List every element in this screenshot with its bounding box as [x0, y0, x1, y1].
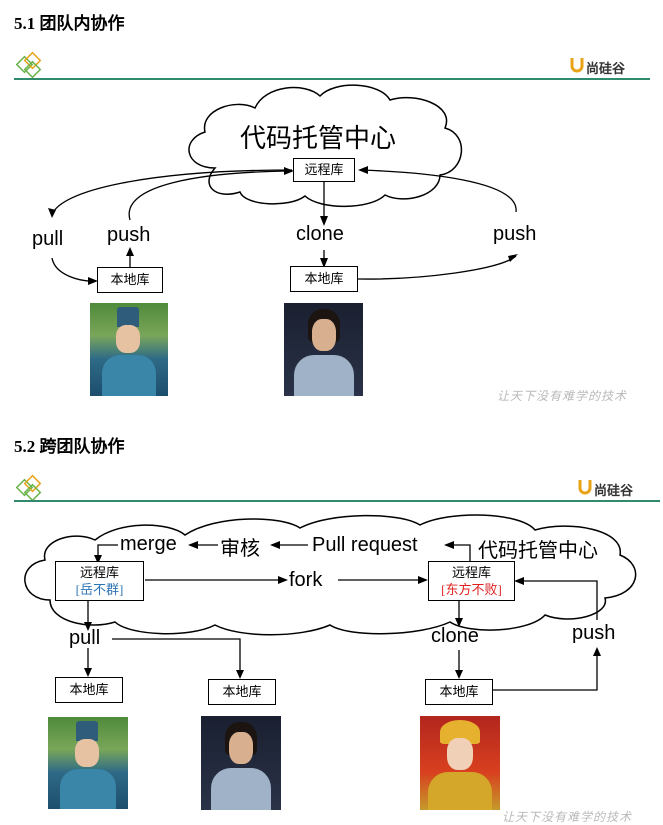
cloud-title-2: 代码托管中心	[478, 538, 598, 562]
cloud-shape	[188, 84, 462, 208]
cloud-title: 代码托管中心	[240, 124, 397, 154]
fork-label: fork	[289, 569, 323, 591]
push-label-left: push	[107, 224, 151, 246]
local-repo-box-left: 本地库	[97, 267, 163, 293]
remote-repo-left-label: 远程库	[79, 565, 119, 580]
remote-repo-left-owner: [岳不群]	[75, 582, 124, 597]
diamond-logo-icon	[15, 51, 42, 79]
brand-u-icon-2	[578, 480, 592, 495]
review-label: 审核	[220, 536, 260, 560]
local-repo-box-2c: 本地库	[425, 679, 493, 705]
pull-label-2: pull	[69, 627, 101, 649]
diamond-logo-icon-2	[15, 474, 42, 502]
brand-name: 尚硅谷	[586, 62, 626, 77]
remote-repo-box-right: 远程库 [东方不败]	[428, 561, 515, 601]
arrow-heads-1	[48, 166, 518, 285]
local-repo-box-2a: 本地库	[55, 677, 123, 703]
push-label-right: push	[493, 223, 537, 245]
cloud-shape-2	[24, 514, 637, 636]
slogan-2: 让天下没有难学的技术	[502, 810, 633, 824]
person-photo-dongfang-bubai	[284, 303, 363, 396]
remote-repo-box-left: 远程库 [岳不群]	[55, 561, 144, 601]
brand-name-2: 尚硅谷	[594, 484, 634, 499]
remote-repo-right-label: 远程库	[451, 565, 491, 580]
remote-repo-box: 远程库	[293, 158, 355, 182]
flow-arrows-1	[51, 169, 517, 282]
section-title-5-1: 5.1 团队内协作	[14, 14, 125, 33]
person-photo-yue-buqun	[90, 303, 168, 396]
arrow-heads-2	[84, 541, 601, 679]
person-photo-linghu-chong	[201, 716, 281, 810]
merge-label: merge	[120, 533, 177, 555]
remote-repo-right-owner: [东方不败]	[441, 582, 502, 597]
local-repo-box-right: 本地库	[290, 266, 358, 292]
local-repo-box-2b: 本地库	[208, 679, 276, 705]
section-title-5-2: 5.2 跨团队协作	[14, 437, 125, 456]
person-photo-yue-buqun-2	[48, 717, 128, 809]
push-label-2: push	[572, 622, 616, 644]
flow-arrows-2	[87, 544, 598, 691]
person-photo-dongfang-bubai-2	[420, 716, 500, 810]
brand-u-icon	[570, 58, 584, 73]
pull-label: pull	[32, 228, 64, 250]
pull-request-label: Pull request	[312, 534, 418, 556]
clone-label: clone	[296, 223, 344, 245]
clone-label-2: clone	[431, 625, 479, 647]
slogan-1: 让天下没有难学的技术	[497, 389, 628, 403]
